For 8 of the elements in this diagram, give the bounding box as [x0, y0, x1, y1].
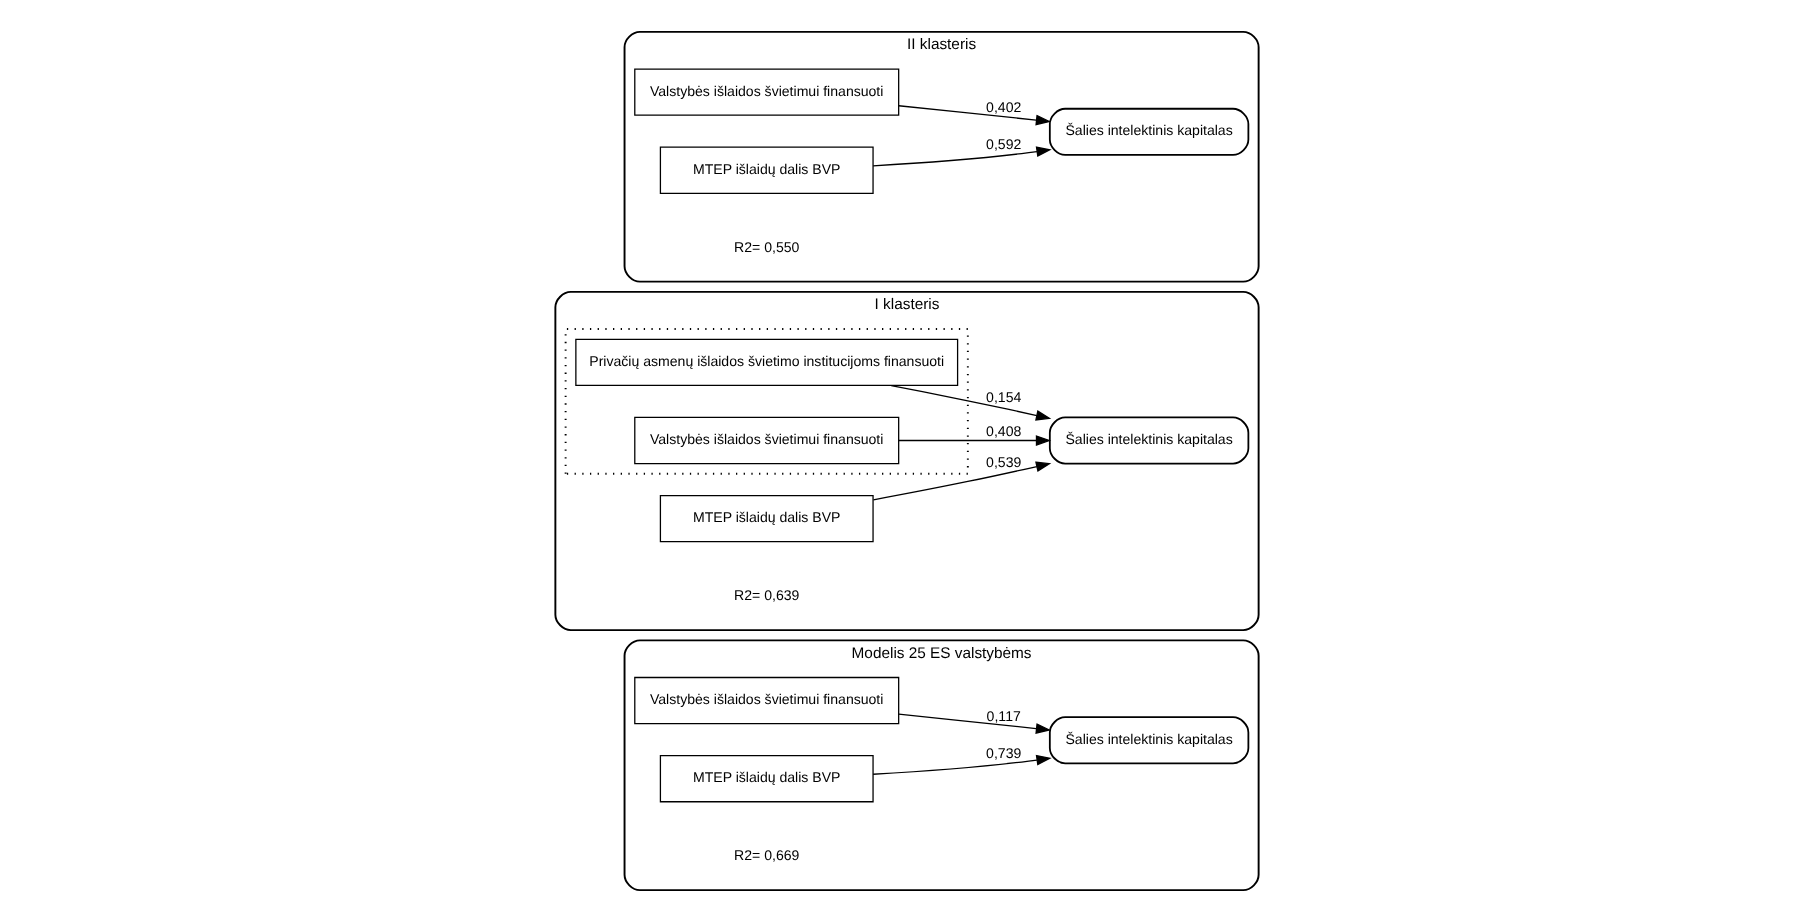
arrow — [872, 461, 1052, 501]
cluster — [564, 328, 969, 475]
arrow — [898, 713, 1052, 734]
arrow — [872, 754, 1052, 775]
arrow — [898, 105, 1052, 126]
arrow — [890, 384, 1052, 421]
arrow — [872, 146, 1052, 167]
arrow — [898, 435, 1052, 446]
